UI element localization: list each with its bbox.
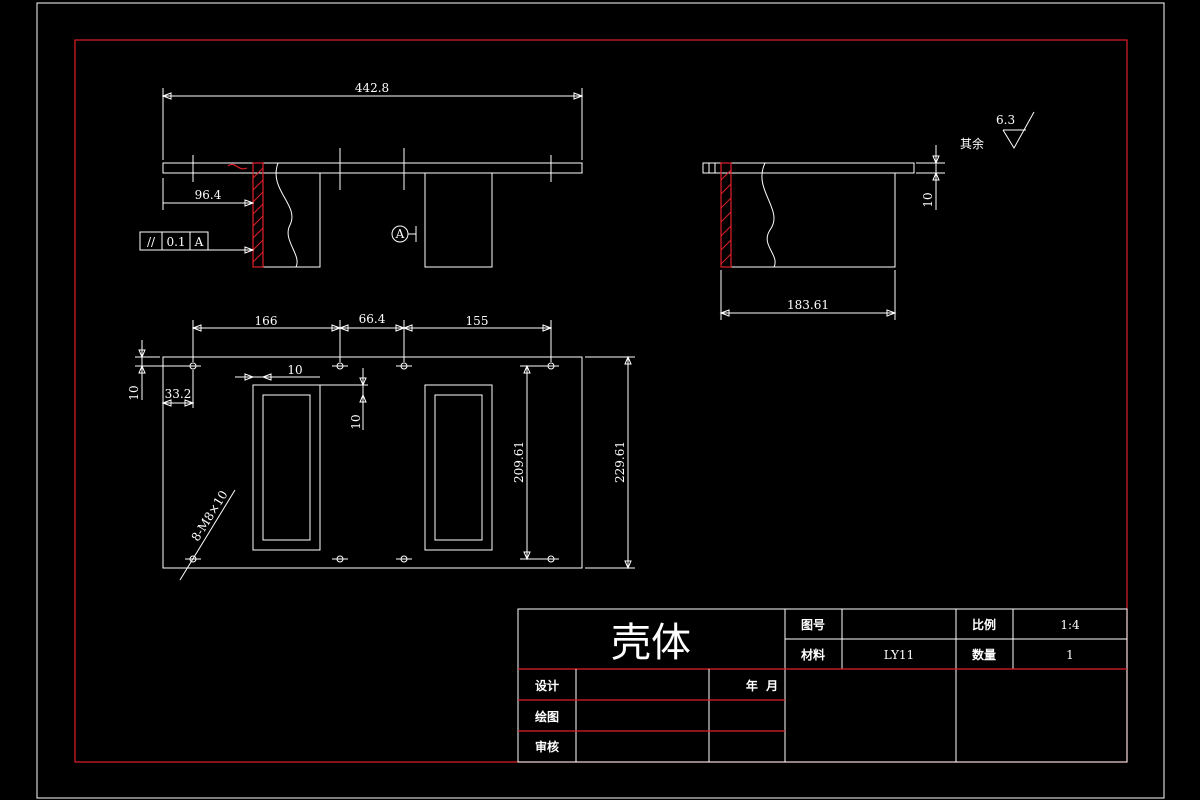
quantity-value: 1 [1066, 648, 1074, 662]
dim-overall-length: 442.8 [355, 81, 389, 95]
reviewer-label: 审核 [535, 739, 559, 754]
roughness-note: 其余 6.3 [960, 111, 1035, 151]
dim-edge-top: 10 [127, 385, 141, 400]
dim-outer-height: 229.61 [613, 441, 627, 483]
hole-callout: 8-M8×10 [189, 488, 231, 544]
designer-label: 设计 [535, 678, 559, 693]
dim-pocket-offset-v: 10 [349, 414, 363, 429]
datum-marker-label: A [395, 227, 405, 241]
dim-side-thickness: 10 [921, 192, 935, 207]
bolt-holes [185, 362, 559, 563]
front-view: 442.8 96.4 // 0.1 A A [139, 81, 584, 268]
side-view: 10 183.61 [702, 145, 945, 320]
outer-frame [36, 2, 1165, 799]
date-label: 年 月 [746, 678, 778, 693]
tolerance-parallel-symbol: // [147, 235, 156, 249]
part-name: 壳体 [611, 620, 691, 666]
scale-value: 1:4 [1060, 618, 1080, 632]
material-value: LY11 [884, 648, 914, 662]
dim-inner-height: 209.61 [512, 441, 526, 483]
dim-left-offset: 96.4 [195, 188, 222, 202]
roughness-label: 其余 [960, 136, 984, 151]
quantity-label: 数量 [972, 647, 996, 662]
tolerance-value: 0.1 [166, 235, 185, 249]
draftsman-label: 绘图 [535, 709, 559, 724]
drawing-no-label: 图号 [801, 617, 825, 632]
dim-hole-span-left: 166 [255, 314, 278, 328]
title-block: 壳体 图号 比例 1:4 材料 LY11 数量 1 设计 绘图 审核 年 月 [517, 608, 1128, 763]
scale-label: 比例 [972, 617, 996, 632]
dim-pocket-offset-h: 10 [287, 363, 302, 377]
roughness-value: 6.3 [996, 113, 1015, 127]
dim-hole-span-mid: 66.4 [359, 312, 386, 326]
dim-hole-span-right: 155 [466, 314, 489, 328]
dim-edge-33: 33.2 [165, 387, 192, 401]
top-view: 166 66.4 155 10 33.2 10 10 209.61 [127, 312, 635, 581]
dim-side-width: 183.61 [787, 298, 829, 312]
material-label: 材料 [800, 647, 825, 662]
tolerance-datum: A [194, 235, 204, 249]
